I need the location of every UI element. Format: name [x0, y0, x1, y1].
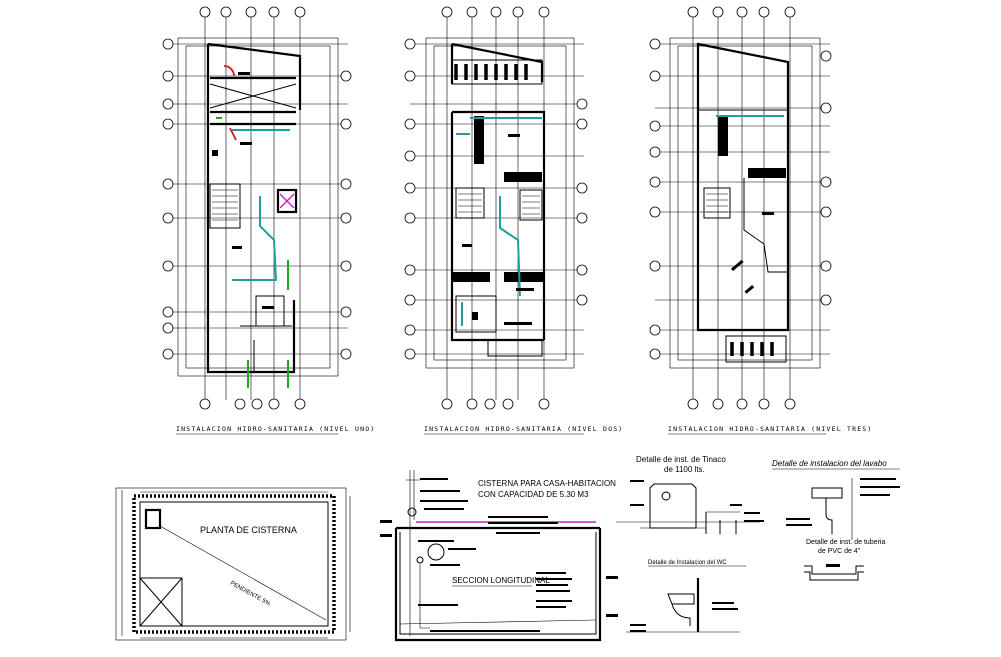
plan-level-two: INSTALACION HIDRO-SANITARIA (NIVEL DOS): [404, 6, 623, 435]
axis-bubbles-side: [162, 38, 352, 360]
axis-bubbles-bottom-2: [441, 398, 550, 410]
pvc-detail-line1: Detalle de inst. de tuberia: [806, 539, 885, 546]
axis-bubbles-bottom: [199, 398, 306, 410]
wc-detail-title: Detalle de Instalacion del WC: [648, 560, 727, 566]
pvc-detail-line2: de PVC de 4": [818, 548, 861, 555]
svg-text:PENDIENTE 5%: PENDIENTE 5%: [229, 581, 272, 608]
wc-detail: Detalle de Instalacion del WC: [626, 560, 746, 633]
cistern-section: CISTERNA PARA CASA-HABITACION CON CAPACI…: [380, 470, 618, 642]
plan1-title: INSTALACION HIDRO-SANITARIA (NIVEL UNO): [176, 425, 375, 433]
cistern-plan-title: PLANTA DE CISTERNA: [200, 525, 297, 535]
tank-detail: Detalle de inst. de Tinaco de 1100 lts.: [616, 455, 764, 534]
lavabo-detail: Detalle de instalacion del lavabo: [772, 459, 900, 540]
tank-detail-line1: Detalle de inst. de Tinaco: [636, 455, 726, 464]
plan2-title: INSTALACION HIDRO-SANITARIA (NIVEL DOS): [424, 425, 623, 433]
axis-bubbles-top: [199, 6, 306, 18]
axis-bubbles-top-2: [441, 6, 550, 18]
cistern-heading-line1: CISTERNA PARA CASA-HABITACION: [478, 479, 616, 488]
cistern-plan: PENDIENTE 5% PLANTA DE CISTERNA: [115, 487, 351, 641]
cistern-section-label: SECCION LONGITUDINAL: [452, 576, 550, 585]
pvc-detail: Detalle de inst. de tuberia de PVC de 4": [804, 539, 885, 581]
axis-bubbles-side-3: [649, 38, 832, 360]
plan3-title: INSTALACION HIDRO-SANITARIA (NIVEL TRES): [668, 425, 873, 433]
axis-bubbles-bottom-3: [687, 398, 796, 410]
plan-level-one: INSTALACION HIDRO-SANITARIA (NIVEL UNO): [162, 6, 375, 435]
cistern-heading-line2: CON CAPACIDAD DE 5.30 M3: [478, 490, 589, 499]
axis-bubbles-top-3: [687, 6, 796, 18]
tank-detail-line2: de 1100 lts.: [664, 465, 705, 474]
axis-bubbles-side-2: [404, 38, 588, 360]
plan-level-three: INSTALACION HIDRO-SANITARIA (NIVEL TRES): [649, 6, 873, 435]
lavabo-detail-title: Detalle de instalacion del lavabo: [772, 459, 887, 468]
